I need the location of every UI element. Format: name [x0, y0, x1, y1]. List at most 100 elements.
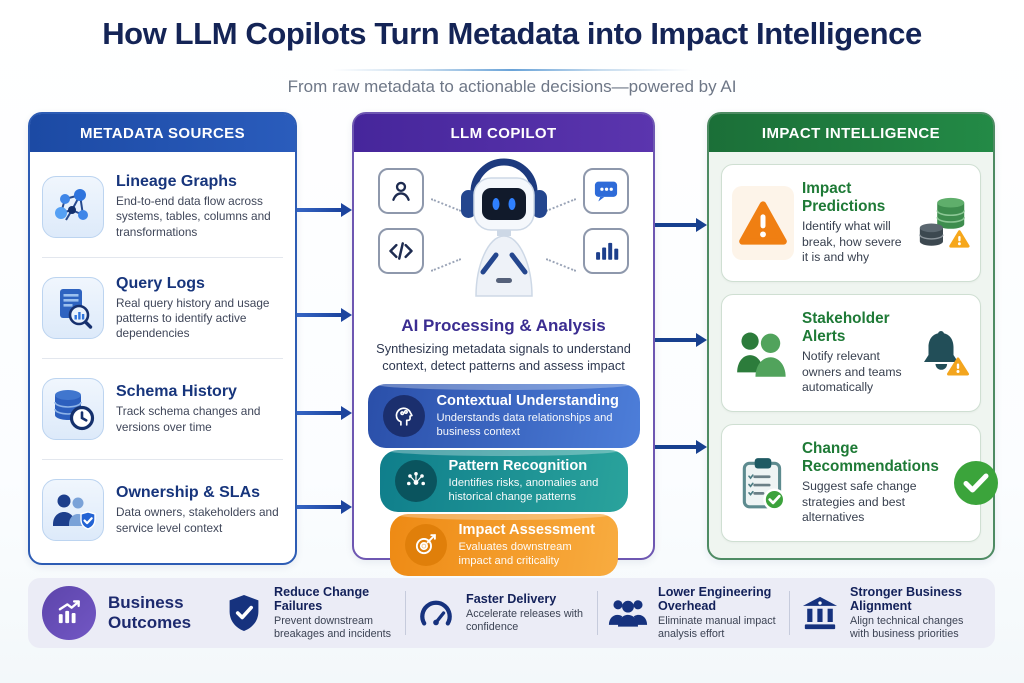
metadata-sources-header: METADATA SOURCES	[30, 114, 295, 152]
warning-triangle-icon	[732, 186, 794, 260]
funnel-desc: Identifies risks, anomalies and historic…	[448, 476, 599, 503]
database-alert-icon	[914, 195, 972, 251]
outcome-desc: Eliminate manual impact analysis effort	[658, 614, 776, 640]
source-item-desc: Real query history and usage patterns to…	[116, 295, 270, 341]
business-outcomes-label: Business Outcomes	[108, 593, 192, 632]
outcome-title: Faster Delivery	[466, 591, 557, 606]
impact-intelligence-header: IMPACT INTELLIGENCE	[709, 114, 993, 152]
chat-icon	[583, 168, 629, 214]
funnel-text: Impact Assessment Evaluates downstream i…	[459, 522, 606, 568]
outcome-lower-engineering-overhead: Lower Engineering Overhead Eliminate man…	[598, 585, 789, 642]
card-title: Stakeholder Alerts	[802, 309, 890, 345]
funnel-impact-assessment: Impact Assessment Evaluates downstream i…	[389, 508, 618, 576]
source-item-lineage-graphs: Lineage Graphs End-to-end data flow acro…	[42, 156, 283, 257]
source-item-desc: Track schema changes and versions over t…	[116, 404, 261, 434]
business-outcomes-bar: Business Outcomes Reduce Change Failures…	[28, 578, 995, 648]
card-impact-predictions: Impact Predictions Identify what will br…	[721, 164, 981, 282]
page-subtitle: From raw metadata to actionable decision…	[287, 77, 737, 96]
people-group-icon	[608, 597, 648, 629]
outcomes-divider	[597, 591, 598, 635]
target-icon	[404, 523, 447, 566]
source-item-title: Query Logs	[116, 274, 205, 292]
code-icon	[378, 228, 424, 274]
impact-intelligence-body: Impact Predictions Identify what will br…	[709, 152, 998, 554]
card-text: Impact Predictions Identify what will br…	[802, 180, 906, 267]
outcome-faster-delivery: Faster Delivery Accelerate releases with…	[406, 592, 597, 635]
card-desc: Notify relevant owners and teams automat…	[802, 348, 902, 395]
people-icon	[732, 316, 794, 390]
copilot-robot-zone	[354, 152, 653, 316]
outcomes-divider	[405, 591, 406, 635]
llm-copilot-column: LLM COPILOT	[352, 112, 655, 576]
flow-arrow	[297, 406, 352, 420]
card-title: Impact Predictions	[802, 179, 886, 215]
source-item-title: Schema History	[116, 383, 237, 401]
funnel-pattern-recognition: Pattern Recognition Identifies risks, an…	[379, 444, 628, 512]
funnel-title: Impact Assessment	[458, 521, 596, 538]
funnel-text: Contextual Understanding Understands dat…	[437, 393, 628, 439]
source-item-text: Ownership & SLAs Data owners, stakeholde…	[116, 484, 283, 535]
funnel-text: Pattern Recognition Identifies risks, an…	[449, 458, 616, 504]
card-desc: Suggest safe change strategies and best …	[802, 478, 917, 525]
check-circle-icon	[947, 459, 1005, 507]
outcome-text: Reduce Change Failures Prevent downstrea…	[274, 585, 395, 642]
source-item-query-logs: Query Logs Real query history and usage …	[42, 257, 283, 358]
flow-arrow	[655, 218, 707, 232]
funnel-contextual-understanding: Contextual Understanding Understands dat…	[367, 378, 640, 448]
impact-intelligence-column: IMPACT INTELLIGENCE Impact Predictions I…	[707, 112, 998, 560]
ai-processing-desc: Synthesizing metadata signals to underst…	[376, 341, 631, 374]
outcome-reduce-change-failures: Reduce Change Failures Prevent downstrea…	[214, 585, 405, 642]
card-title: Change Recommendations	[802, 439, 939, 475]
funnel-title: Pattern Recognition	[448, 457, 588, 474]
flow-arrow	[655, 333, 707, 347]
clipboard-check-icon	[732, 446, 794, 520]
database-clock-icon	[42, 378, 104, 440]
card-desc: Identify what will break, how severe it …	[802, 218, 902, 265]
source-item-schema-history: Schema History Track schema changes and …	[42, 358, 283, 459]
outcome-stronger-business-alignment: Stronger Business Alignment Align techni…	[790, 585, 981, 642]
brain-head-icon	[382, 394, 425, 437]
shield-check-icon	[224, 593, 264, 633]
bar-chart-icon	[583, 228, 629, 274]
source-item-text: Lineage Graphs End-to-end data flow acro…	[116, 173, 283, 239]
funnel-desc: Evaluates downstream impact and critical…	[458, 540, 572, 567]
flow-arrow	[655, 440, 707, 454]
robot-icon	[440, 156, 568, 317]
user-icon	[378, 168, 424, 214]
outcome-title: Lower Engineering Overhead	[658, 584, 772, 613]
outcome-title: Reduce Change Failures	[274, 584, 370, 613]
source-item-ownership-slas: Ownership & SLAs Data owners, stakeholde…	[42, 459, 283, 560]
outcome-desc: Prevent downstream breakages and inciden…	[274, 614, 392, 640]
card-text: Stakeholder Alerts Notify relevant owner…	[802, 310, 906, 397]
source-item-title: Ownership & SLAs	[116, 484, 261, 502]
llm-copilot-header: LLM COPILOT	[354, 114, 653, 152]
funnel-title: Contextual Understanding	[436, 392, 619, 409]
funnel-desc: Understands data relationships and busin…	[436, 411, 613, 438]
growth-chart-icon	[42, 586, 96, 640]
outcome-desc: Accelerate releases with confidence	[466, 607, 584, 633]
flow-arrow	[297, 500, 352, 514]
bell-alert-icon	[914, 328, 972, 378]
gauge-icon	[416, 596, 456, 630]
network-graph-icon	[42, 175, 104, 238]
business-outcomes-group: Business Outcomes	[42, 586, 214, 640]
document-search-icon	[42, 277, 104, 339]
flow-arrow	[297, 203, 352, 217]
title-divider	[332, 69, 692, 71]
source-item-title: Lineage Graphs	[116, 173, 237, 191]
source-item-desc: Data owners, stakeholders and service le…	[116, 505, 279, 535]
source-item-desc: End-to-end data flow across systems, tab…	[116, 194, 271, 239]
scatter-pattern-icon	[394, 459, 437, 502]
bank-icon	[800, 595, 840, 631]
ai-processing-title: AI Processing & Analysis	[401, 316, 606, 335]
processing-funnel: Contextual Understanding Understands dat…	[354, 378, 653, 576]
people-shield-icon	[42, 479, 104, 541]
outcomes-divider	[789, 591, 790, 635]
page-title: How LLM Copilots Turn Metadata into Impa…	[102, 16, 922, 51]
card-change-recommendations: Change Recommendations Suggest safe chan…	[721, 424, 998, 542]
source-item-text: Query Logs Real query history and usage …	[116, 275, 283, 341]
outcome-title: Stronger Business Alignment	[850, 584, 962, 613]
metadata-sources-body: Lineage Graphs End-to-end data flow acro…	[30, 152, 295, 564]
card-stakeholder-alerts: Stakeholder Alerts Notify relevant owner…	[721, 294, 981, 412]
card-text: Change Recommendations Suggest safe chan…	[802, 440, 939, 527]
